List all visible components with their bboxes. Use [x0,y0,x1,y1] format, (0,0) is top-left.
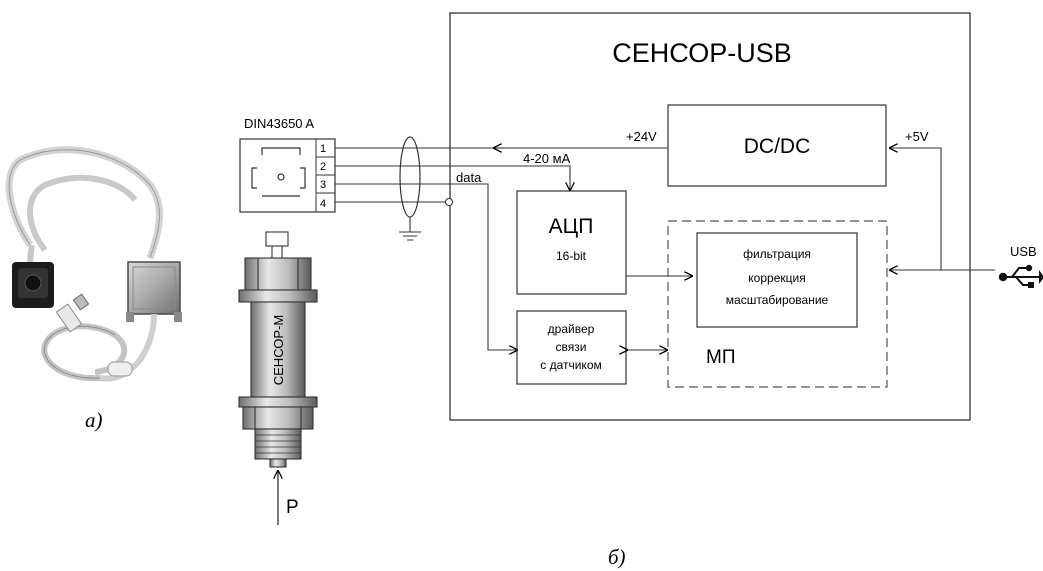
box-title: СЕНСОР-USB [612,38,791,68]
dcdc-block [667,104,887,187]
signal-current-label: 4-20 мА [523,151,571,166]
driver-line-1: драйвер [548,322,595,336]
usb-icon [998,264,1043,288]
driver-line-2: связи [556,340,587,354]
power-24-label: +24V [626,129,657,144]
adc-block [516,190,627,295]
sensor-body-label: СЕНСОР-М [271,315,286,386]
signal-data-label: data [456,170,482,185]
device-photo [5,146,182,382]
driver-line-3: с датчиком [540,358,602,372]
sensor-usb-box [449,12,971,421]
power-5-line [889,148,942,270]
pressure-label: P [286,497,299,518]
caption-b: б) [608,545,626,569]
wires [335,147,668,350]
pin-4: 4 [320,198,326,210]
cable-shield [399,136,421,218]
usb-label: USB [1010,244,1037,259]
dcdc-label: DC/DC [744,135,811,158]
signal-arrow [535,165,570,191]
proc-line-1: фильтрация [743,247,811,261]
pressure-sensor [238,231,318,468]
ground-symbol [399,217,421,241]
mp-block [667,220,888,388]
pin-3: 3 [320,179,326,191]
shield-terminal [444,197,454,207]
processing-block [696,232,858,328]
power-5-label: +5V [905,129,929,144]
proc-line-2: коррекция [748,271,805,285]
caption-a: а) [85,408,103,432]
pin-2: 2 [320,161,326,173]
connector-label: DIN43650 A [244,116,314,131]
proc-line-3: масштабирование [726,293,829,307]
adc-bits-label: 16-bit [556,249,587,263]
adc-label: АЦП [549,215,594,238]
pin-1: 1 [320,143,326,155]
mp-label: МП [706,347,735,368]
